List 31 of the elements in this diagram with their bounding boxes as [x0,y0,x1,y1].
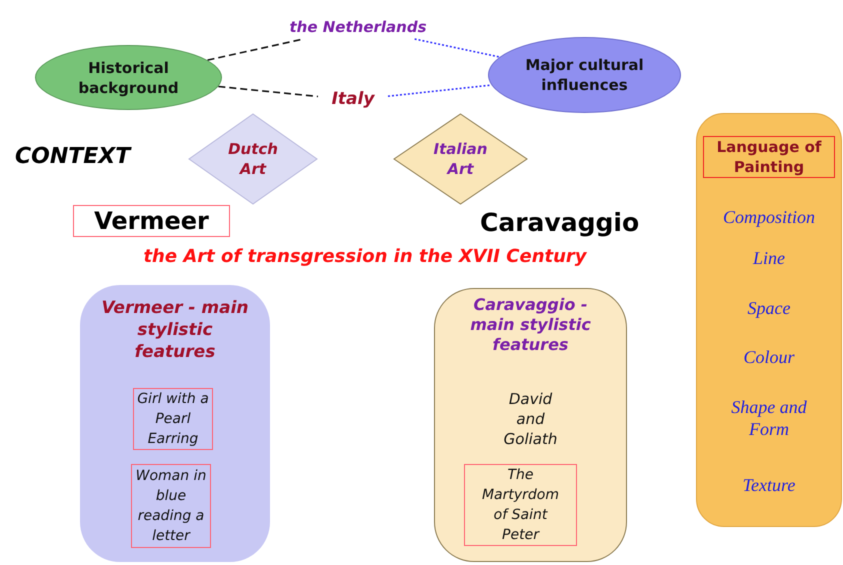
diamond-text: Italian Art [432,139,488,179]
subtitle: the Art of transgression in the XVII Century [142,245,588,269]
panel-heading: Vermeer - main stylistic features [100,297,250,363]
artwork-title: Girl with a Pearl Earring [136,390,210,449]
connector-line [414,38,500,58]
place-text: the Netherlands [290,16,426,38]
side-panel [696,113,842,527]
artwork-box [464,464,577,546]
artwork-title: Woman in blue reading a letter [134,467,208,546]
place-text: Italy [332,88,374,112]
artwork-title: David and Goliath [502,389,558,449]
panel-heading: Caravaggio - main stylistic features [469,295,592,355]
artist-name: Caravaggio [480,207,640,239]
title-text: Vermeer [94,206,209,237]
diamond-text: Dutch Art [227,139,279,179]
panel-item: Line [752,247,786,269]
feature-panel [434,288,627,562]
connector-line [388,84,492,98]
artwork-title: The Martyrdom of Saint Peter [480,466,560,545]
ellipse-text: Historical background [77,58,180,98]
panel-heading: Language of Painting [703,136,835,178]
panel-item: Texture [742,474,796,496]
panel-item: Composition [722,206,816,228]
section-label: CONTEXT [15,143,130,171]
feature-panel [80,285,270,562]
ellipse-text: Major cultural influences [524,55,645,95]
panel-item: Colour [742,346,796,368]
panel-item: Shape and Form [730,396,808,440]
panel-item: Space [746,297,792,319]
title-box [73,205,230,237]
connector-line [218,86,318,98]
